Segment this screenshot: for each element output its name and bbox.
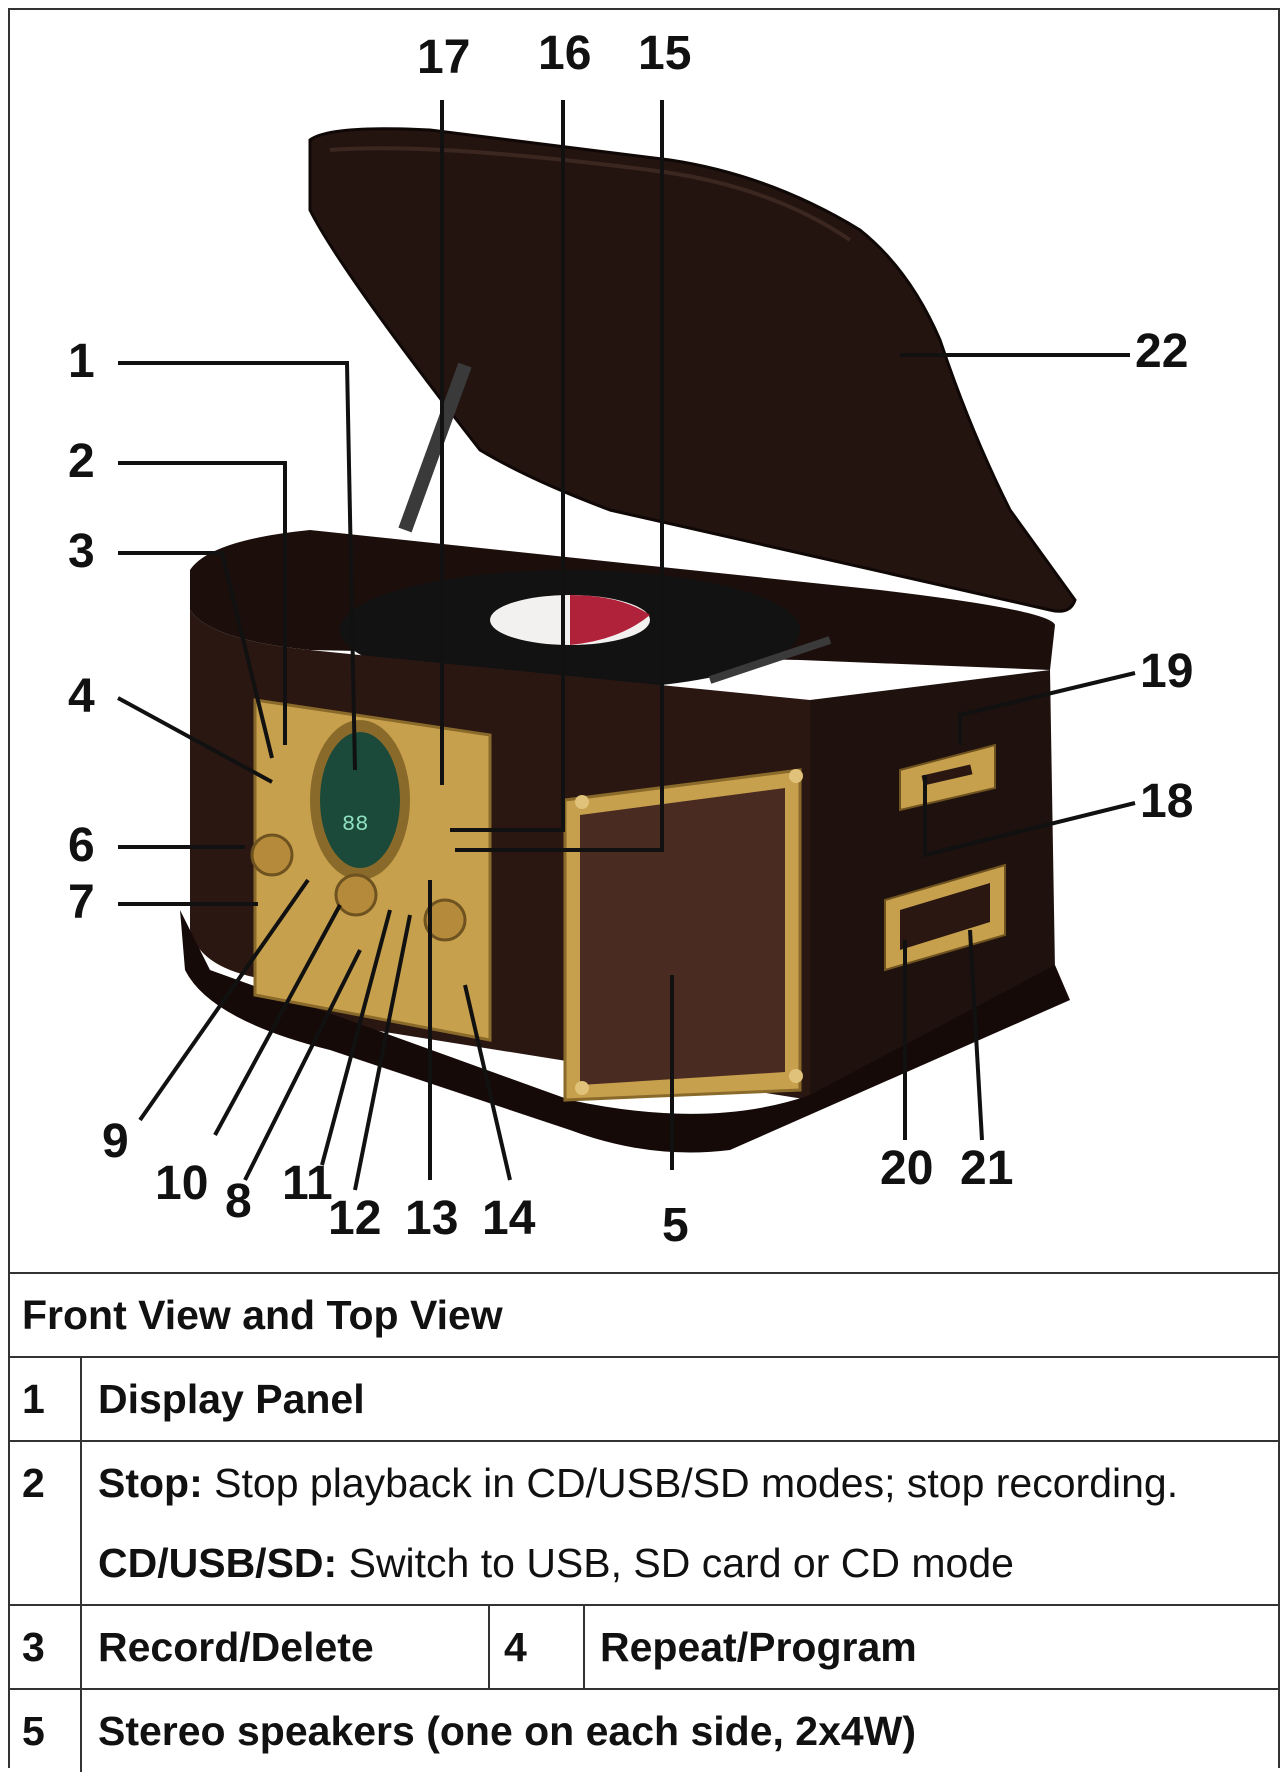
callout-7: 7 (68, 876, 95, 929)
callout-21: 21 (960, 1142, 1014, 1195)
callout-18: 18 (1140, 775, 1194, 828)
leader-lines (117, 100, 1136, 1191)
turntable-illustration: 88 (117, 100, 1136, 1191)
mode-label: CD/USB/SD: (98, 1540, 338, 1586)
page-frame (8, 8, 1280, 1768)
display-window (320, 732, 400, 868)
callout-2: 2 (68, 435, 95, 488)
table-row: 3 Record/Delete 4 Repeat/Program (8, 1604, 1280, 1688)
callout-22: 22 (1135, 325, 1189, 378)
tuning-knob (334, 873, 378, 917)
callout-14: 14 (482, 1192, 536, 1245)
mode-text: Switch to USB, SD card or CD mode (348, 1540, 1014, 1586)
table-heading: Front View and Top View (22, 1292, 503, 1338)
row-label: Repeat/Program (600, 1624, 917, 1670)
callout-15: 15 (638, 27, 692, 80)
callout-13: 13 (405, 1192, 459, 1245)
callout-1: 1 (68, 335, 95, 388)
table-row: 5 Stereo speakers (one on each side, 2x4… (8, 1688, 1280, 1772)
callout-8: 8 (225, 1175, 252, 1228)
callout-6: 6 (68, 819, 95, 872)
table-row: 1 Display Panel (8, 1356, 1280, 1440)
stop-text: Stop playback in CD/USB/SD modes; stop r… (214, 1460, 1179, 1506)
callout-10: 10 (155, 1157, 209, 1210)
display-readout: 88 (342, 812, 368, 837)
row-number: 4 (504, 1624, 527, 1670)
callout-3: 3 (68, 525, 95, 578)
callout-4: 4 (68, 670, 95, 723)
stop-label: Stop: (98, 1460, 203, 1506)
speaker-grille (580, 788, 785, 1085)
function-knob (423, 898, 467, 942)
table-heading-row: Front View and Top View (8, 1272, 1280, 1356)
callout-12: 12 (328, 1192, 382, 1245)
callout-20: 20 (880, 1142, 934, 1195)
row-label: Stereo speakers (one on each side, 2x4W) (98, 1708, 917, 1754)
row-number: 3 (22, 1624, 45, 1670)
callout-5: 5 (662, 1199, 689, 1252)
volume-knob (250, 833, 294, 877)
product-figure: 88 (10, 10, 1280, 1272)
cabinet-base (180, 910, 1070, 1153)
lid (308, 127, 1077, 613)
callout-11: 11 (282, 1157, 333, 1210)
lid-support-arm (398, 362, 472, 533)
callout-9: 9 (102, 1115, 129, 1168)
callout-17: 17 (417, 31, 471, 84)
row-label: Display Panel (98, 1376, 365, 1422)
callout-16: 16 (538, 27, 592, 80)
tonearm (708, 636, 832, 684)
row-line-2: CD/USB/SD: Switch to USB, SD card or CD … (98, 1540, 1014, 1587)
row-label: Record/Delete (98, 1624, 374, 1670)
table-row: 2 Stop: Stop playback in CD/USB/SD modes… (8, 1440, 1280, 1604)
row-number: 2 (22, 1460, 45, 1506)
callout-19: 19 (1140, 645, 1194, 698)
row-number: 1 (22, 1376, 45, 1422)
row-line-1: Stop: Stop playback in CD/USB/SD modes; … (98, 1460, 1178, 1507)
row-number: 5 (22, 1708, 45, 1754)
